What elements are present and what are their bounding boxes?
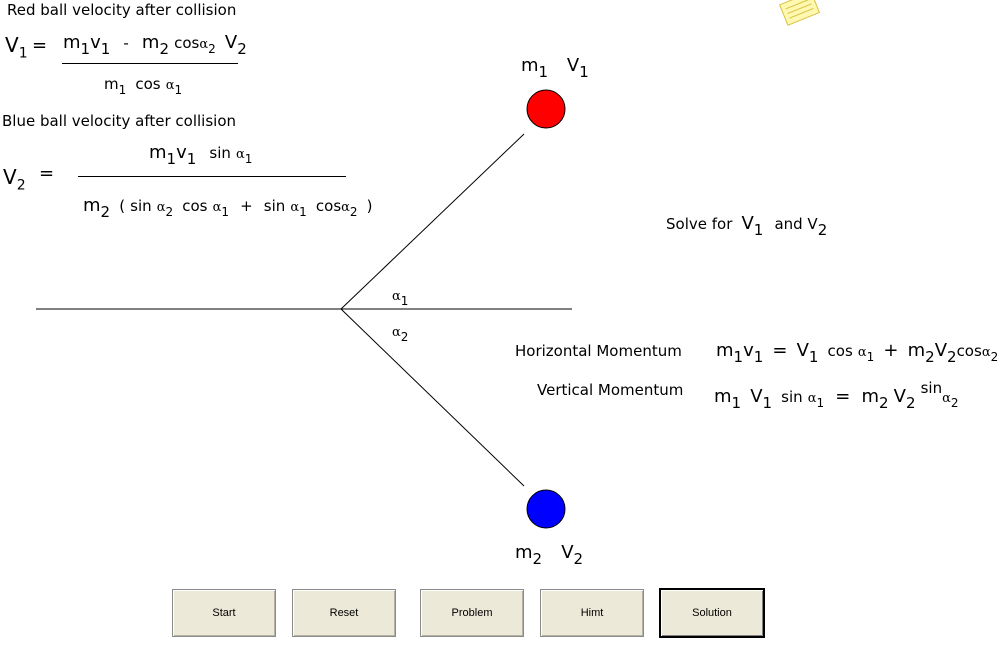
angle-alpha2-label: α2 [392, 325, 409, 344]
red-ball [526, 89, 566, 129]
red-fraction-line [62, 63, 238, 64]
solve-for-text: Solve for V1 and V2 [666, 213, 828, 239]
red-denominator: m1 cos α1 [104, 75, 183, 97]
note-icon[interactable] [777, 0, 823, 26]
hint-button[interactable]: Himt [540, 589, 644, 637]
blue-equals: = [39, 163, 55, 184]
blue-ball-heading: Blue ball velocity after collision [2, 112, 237, 130]
blue-fraction-line [78, 176, 346, 177]
blue-ball-trajectory [340, 308, 525, 487]
angle-alpha1-label: α1 [392, 289, 409, 308]
red-ball-trajectory [340, 133, 525, 310]
blue-v2-lhs: V2 [3, 165, 26, 194]
red-equals: = [32, 35, 48, 56]
blue-ball [526, 489, 566, 529]
vertical-momentum-equation: m1 V1 sin α1 = m2 V2 sinα2 [714, 379, 959, 412]
blue-ball-label: m2 V2 [515, 542, 584, 568]
solution-button[interactable]: Solution [660, 589, 764, 637]
blue-numerator: m1v1 sin α1 [149, 142, 253, 168]
problem-button[interactable]: Problem [420, 589, 524, 637]
vertical-momentum-label: Vertical Momentum [537, 381, 684, 399]
red-ball-label: m1 V1 [521, 55, 589, 81]
start-button[interactable]: Start [172, 589, 276, 637]
reset-button[interactable]: Reset [292, 589, 396, 637]
blue-denominator: m2 ( sin α2 cos α1 + sin α1 cosα2 ) [83, 195, 373, 221]
horizontal-momentum-equation: m1v1 = V1 cos α1 + m2V2cosα2 [716, 340, 998, 366]
red-ball-heading: Red ball velocity after collision [7, 1, 237, 19]
red-v1-lhs: V1 [5, 33, 28, 62]
horizontal-momentum-label: Horizontal Momentum [515, 342, 682, 360]
red-numerator: m1v1 - m2 cosα2 V2 [63, 32, 247, 58]
